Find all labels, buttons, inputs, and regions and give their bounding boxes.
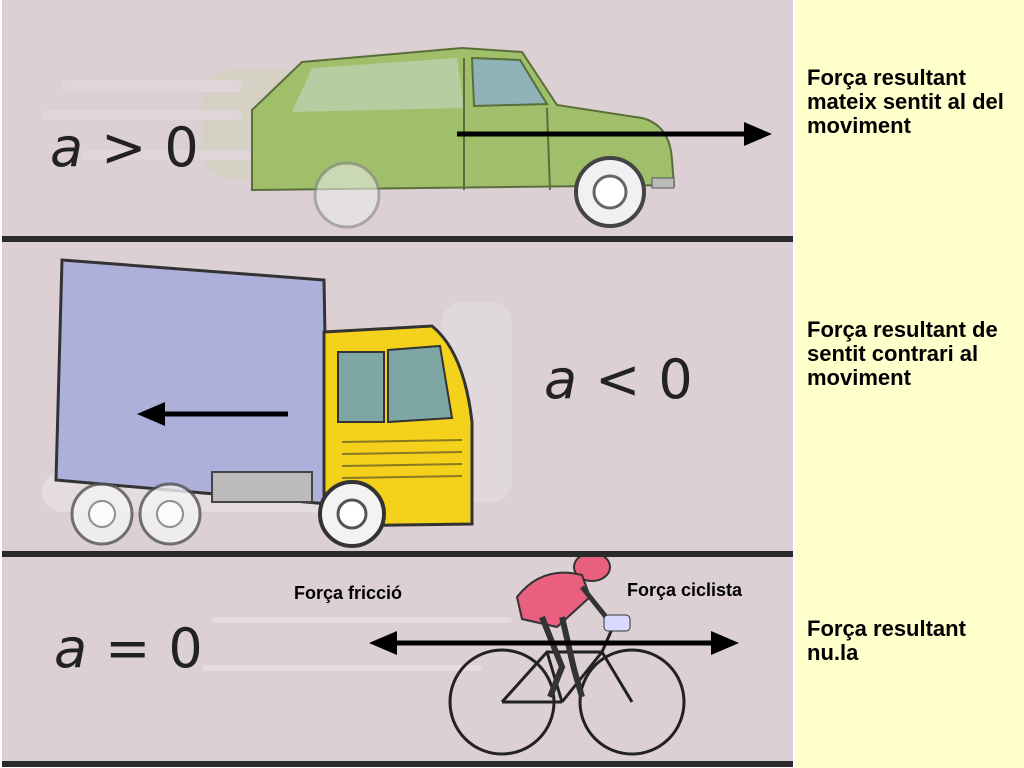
equation-symbol: a <box>544 348 577 411</box>
illustration-area: a >0 <box>0 0 795 768</box>
description-decelerating: Força resultant de sentit contrari al mo… <box>807 317 998 390</box>
road-line-3 <box>2 761 793 767</box>
description-column: Força resultant mateix sentit al del mov… <box>795 0 1024 768</box>
panel-accelerating-car: a >0 <box>2 0 793 236</box>
equation-symbol: a <box>54 617 87 680</box>
equation-value: 0 <box>164 116 198 179</box>
force-arrow-forward <box>457 122 772 146</box>
equation-relation: > <box>101 116 146 179</box>
force-arrow-backward <box>137 402 288 426</box>
bicycle-icon <box>448 628 686 756</box>
equation-a-equals-zero: a = 0 <box>54 617 203 680</box>
label-friction-force: Força fricció <box>294 583 403 603</box>
car-icon <box>251 46 676 229</box>
equation-relation: = <box>105 617 150 680</box>
label-cyclist-force: Força ciclista <box>627 580 743 600</box>
panel-decelerating-truck: a <0 <box>2 242 793 551</box>
truck-scene: a <0 <box>42 258 693 548</box>
equation-value: 0 <box>658 348 692 411</box>
equation-a-greater-zero: a >0 <box>50 116 199 179</box>
motion-lines <box>202 617 512 671</box>
equation-a-less-zero: a <0 <box>544 348 693 411</box>
road-line-2 <box>2 551 793 557</box>
description-balanced: Força resultant nu.la <box>807 616 966 665</box>
equation-symbol: a <box>50 116 83 179</box>
panel-constant-cyclist: a = 0 <box>2 557 793 761</box>
description-accelerating: Força resultant mateix sentit al del mov… <box>807 65 1004 138</box>
truck-icon <box>54 258 474 548</box>
cyclist-scene: a = 0 <box>54 557 739 756</box>
equation-relation: < <box>595 348 640 411</box>
road-line-1 <box>2 236 793 242</box>
cyclist-icon <box>515 557 631 699</box>
car-scene: a >0 <box>42 46 772 229</box>
equation-value: 0 <box>168 617 202 680</box>
force-arrows-balanced <box>369 631 739 655</box>
